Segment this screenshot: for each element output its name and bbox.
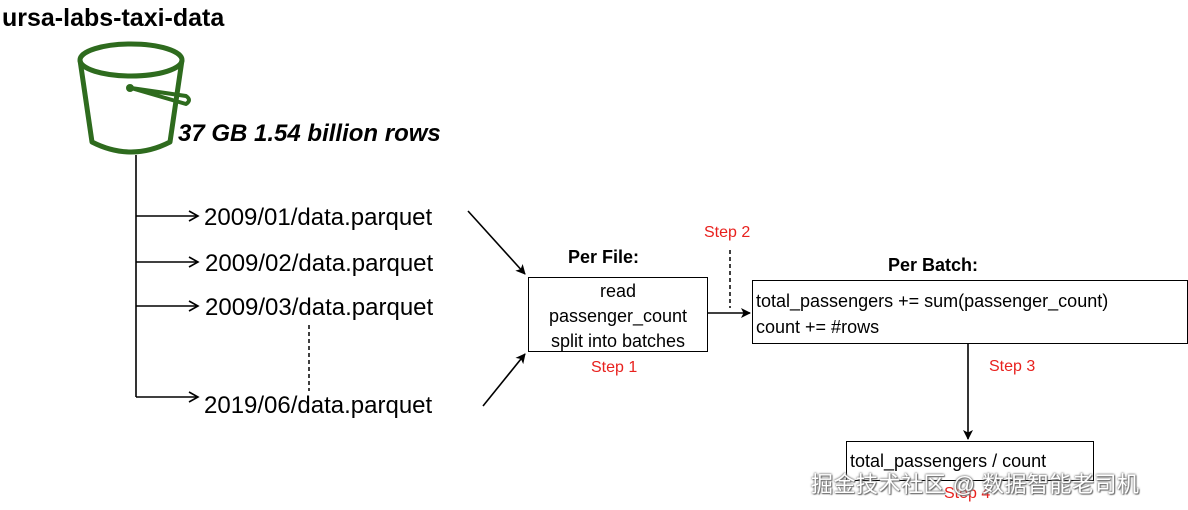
result-box: total_passengers / count xyxy=(846,441,1094,481)
per-batch-box: total_passengers += sum(passenger_count)… xyxy=(752,280,1188,344)
step-4-label: Step 4 xyxy=(944,485,991,502)
file-label: 2009/01/data.parquet xyxy=(204,204,433,231)
per-file-line: read xyxy=(599,281,637,301)
file-tree-lines xyxy=(135,155,200,403)
per-file-line: passenger_count xyxy=(548,306,688,326)
per-file-line: split into batches xyxy=(550,331,686,351)
file-label: 2019/06/data.parquet xyxy=(204,392,433,419)
per-file-box: read passenger_count split into batches xyxy=(528,277,708,352)
bucket-stats: 37 GB 1.54 billion rows xyxy=(178,120,441,147)
file-label: 2009/03/data.parquet xyxy=(205,294,434,321)
step-1-label: Step 1 xyxy=(591,359,638,376)
watermark: 掘金技术社区 @ 数据智能老司机 xyxy=(811,472,1140,497)
step-2-label: Step 2 xyxy=(704,224,751,241)
bucket-title: ursa-labs-taxi-data xyxy=(2,4,225,32)
file-to-perfile-arrows xyxy=(467,210,526,407)
per-batch-heading: Per Batch: xyxy=(888,255,979,275)
per-file-heading: Per File: xyxy=(568,247,640,267)
per-batch-line: total_passengers += sum(passenger_count) xyxy=(756,291,1109,311)
file-label: 2009/02/data.parquet xyxy=(205,250,434,277)
per-batch-line: count += #rows xyxy=(756,317,880,337)
step-3-label: Step 3 xyxy=(989,358,1036,375)
bucket-icon xyxy=(77,41,191,155)
